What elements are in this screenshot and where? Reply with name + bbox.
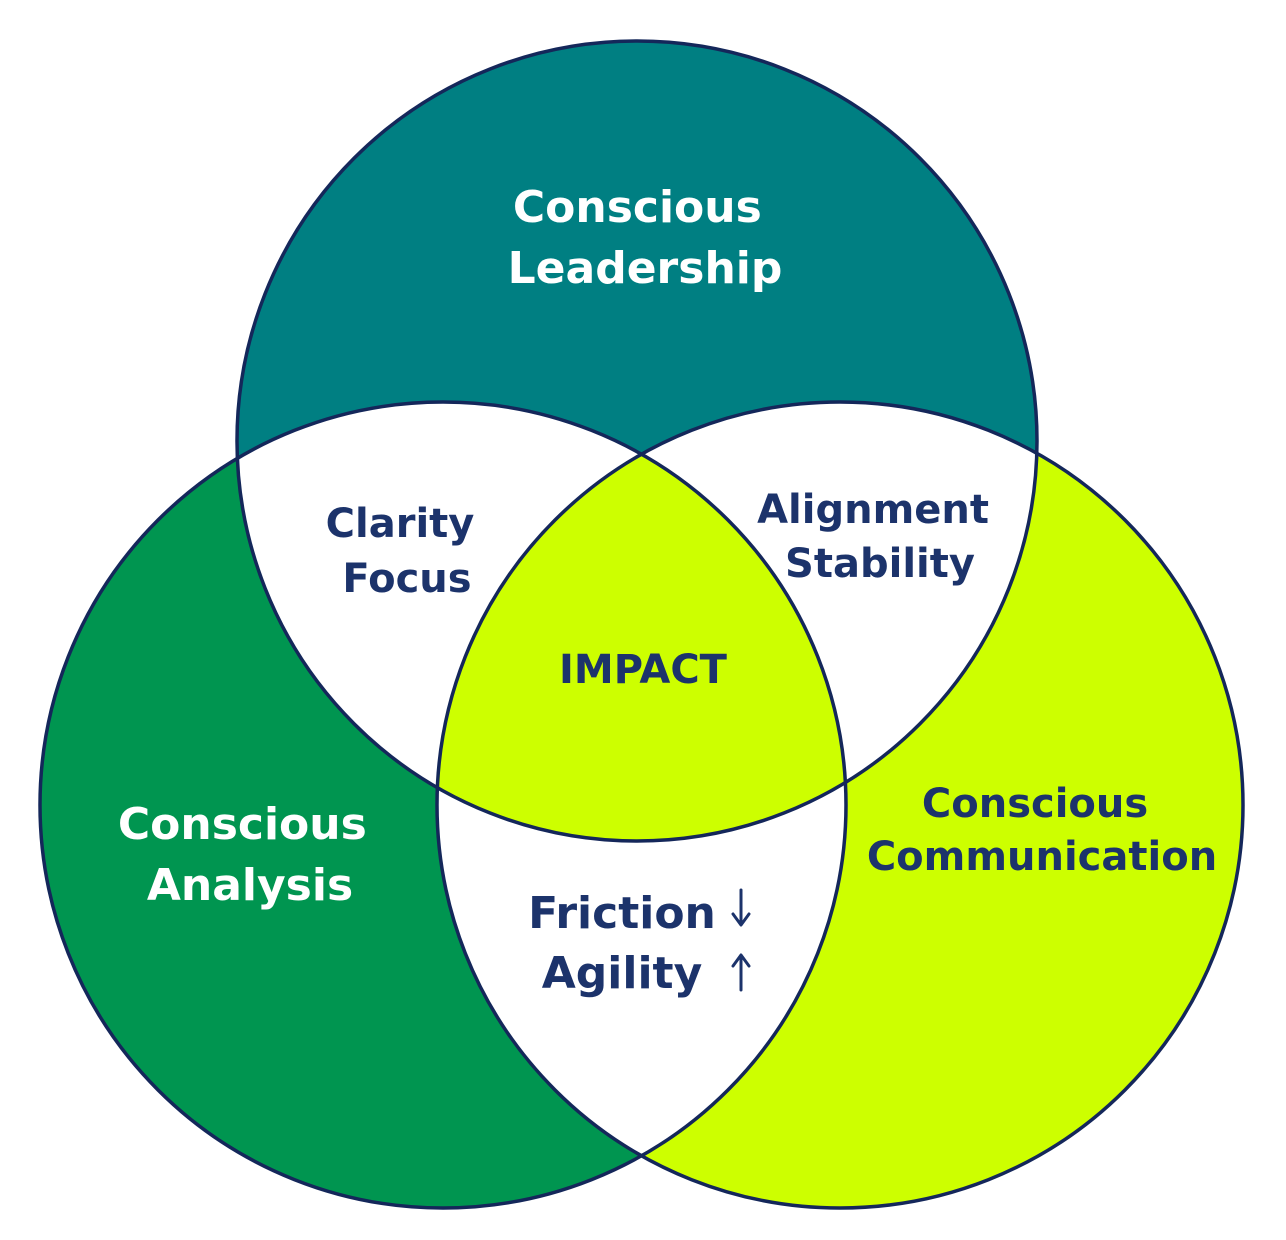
communication-label-line2: Communication: [867, 834, 1217, 880]
circle-outlines: [38, 39, 1245, 1210]
friction-label: Friction: [528, 888, 716, 939]
arrow-up-icon: [731, 953, 751, 992]
clarity-label: Clarity: [326, 501, 475, 547]
clarity-focus-label: Clarity Focus: [326, 501, 489, 602]
alignment-label: Alignment: [757, 487, 989, 533]
leadership-label-line2: Leadership: [508, 243, 783, 294]
arrow-down-icon: [731, 888, 751, 927]
impact-label: IMPACT: [559, 647, 728, 693]
alignment-stability-label: Alignment Stability: [757, 487, 1003, 587]
agility-label: Agility: [542, 948, 703, 999]
analysis-label-line1: Conscious: [118, 799, 367, 850]
leadership-label-line1: Conscious: [513, 182, 762, 233]
stability-label: Stability: [785, 541, 975, 587]
analysis-label-line2: Analysis: [147, 860, 353, 911]
communication-label: Conscious Communication: [867, 781, 1217, 880]
communication-label-line1: Conscious: [922, 781, 1148, 827]
focus-label: Focus: [342, 556, 471, 602]
leadership-label: Conscious Leadership: [508, 182, 783, 294]
analysis-label: Conscious Analysis: [118, 799, 382, 911]
